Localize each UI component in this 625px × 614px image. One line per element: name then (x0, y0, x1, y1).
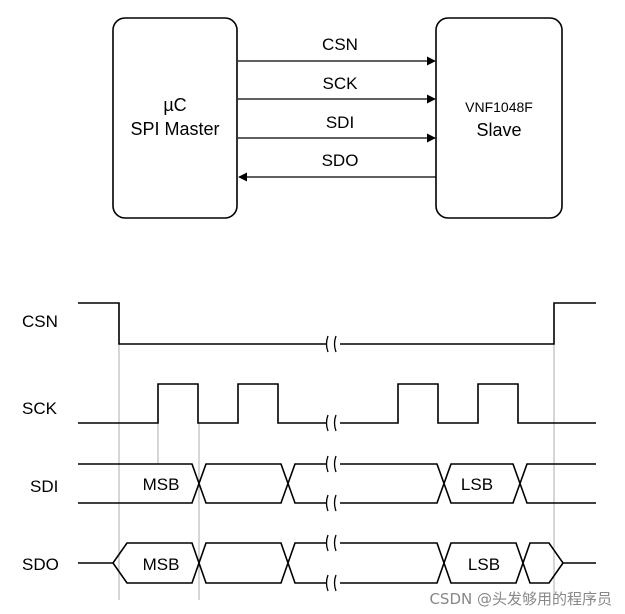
sdi-signal-label: SDI (326, 113, 354, 132)
watermark: CSDN @头发够用的程序员 (429, 590, 612, 608)
timing-diagram (78, 302, 596, 600)
timing-label-csn: CSN (22, 312, 58, 331)
slave-label-line1: VNF1048F (465, 99, 533, 115)
slave-label-line2: Slave (476, 120, 521, 140)
timing-break-marks (325, 335, 337, 592)
csn-waveform (78, 302, 596, 345)
block-diagram: µC SPI Master VNF1048F Slave CSN SCK SDI… (112, 17, 563, 219)
signal-sck: SCK (238, 74, 436, 104)
master-label-line2: SPI Master (130, 119, 219, 139)
timing-label-sck: SCK (22, 399, 58, 418)
master-box (112, 17, 238, 219)
signal-csn: CSN (238, 35, 436, 66)
sck-waveform (78, 383, 596, 424)
sdo-waveform (78, 542, 596, 584)
sdo-msb-label: MSB (143, 555, 180, 574)
timing-label-sdi: SDI (30, 477, 58, 496)
sck-signal-label: SCK (323, 74, 359, 93)
csn-signal-label: CSN (322, 35, 358, 54)
sdo-lsb-label: LSB (468, 555, 500, 574)
master-label-line1: µC (163, 95, 186, 115)
sdi-lsb-label: LSB (461, 475, 493, 494)
sdi-msb-label: MSB (143, 475, 180, 494)
slave-box (435, 17, 563, 219)
signal-sdo: SDO (238, 151, 436, 182)
sdo-signal-label: SDO (322, 151, 359, 170)
sdi-waveform (78, 463, 596, 504)
timing-label-sdo: SDO (22, 555, 59, 574)
signal-sdi: SDI (238, 113, 436, 143)
